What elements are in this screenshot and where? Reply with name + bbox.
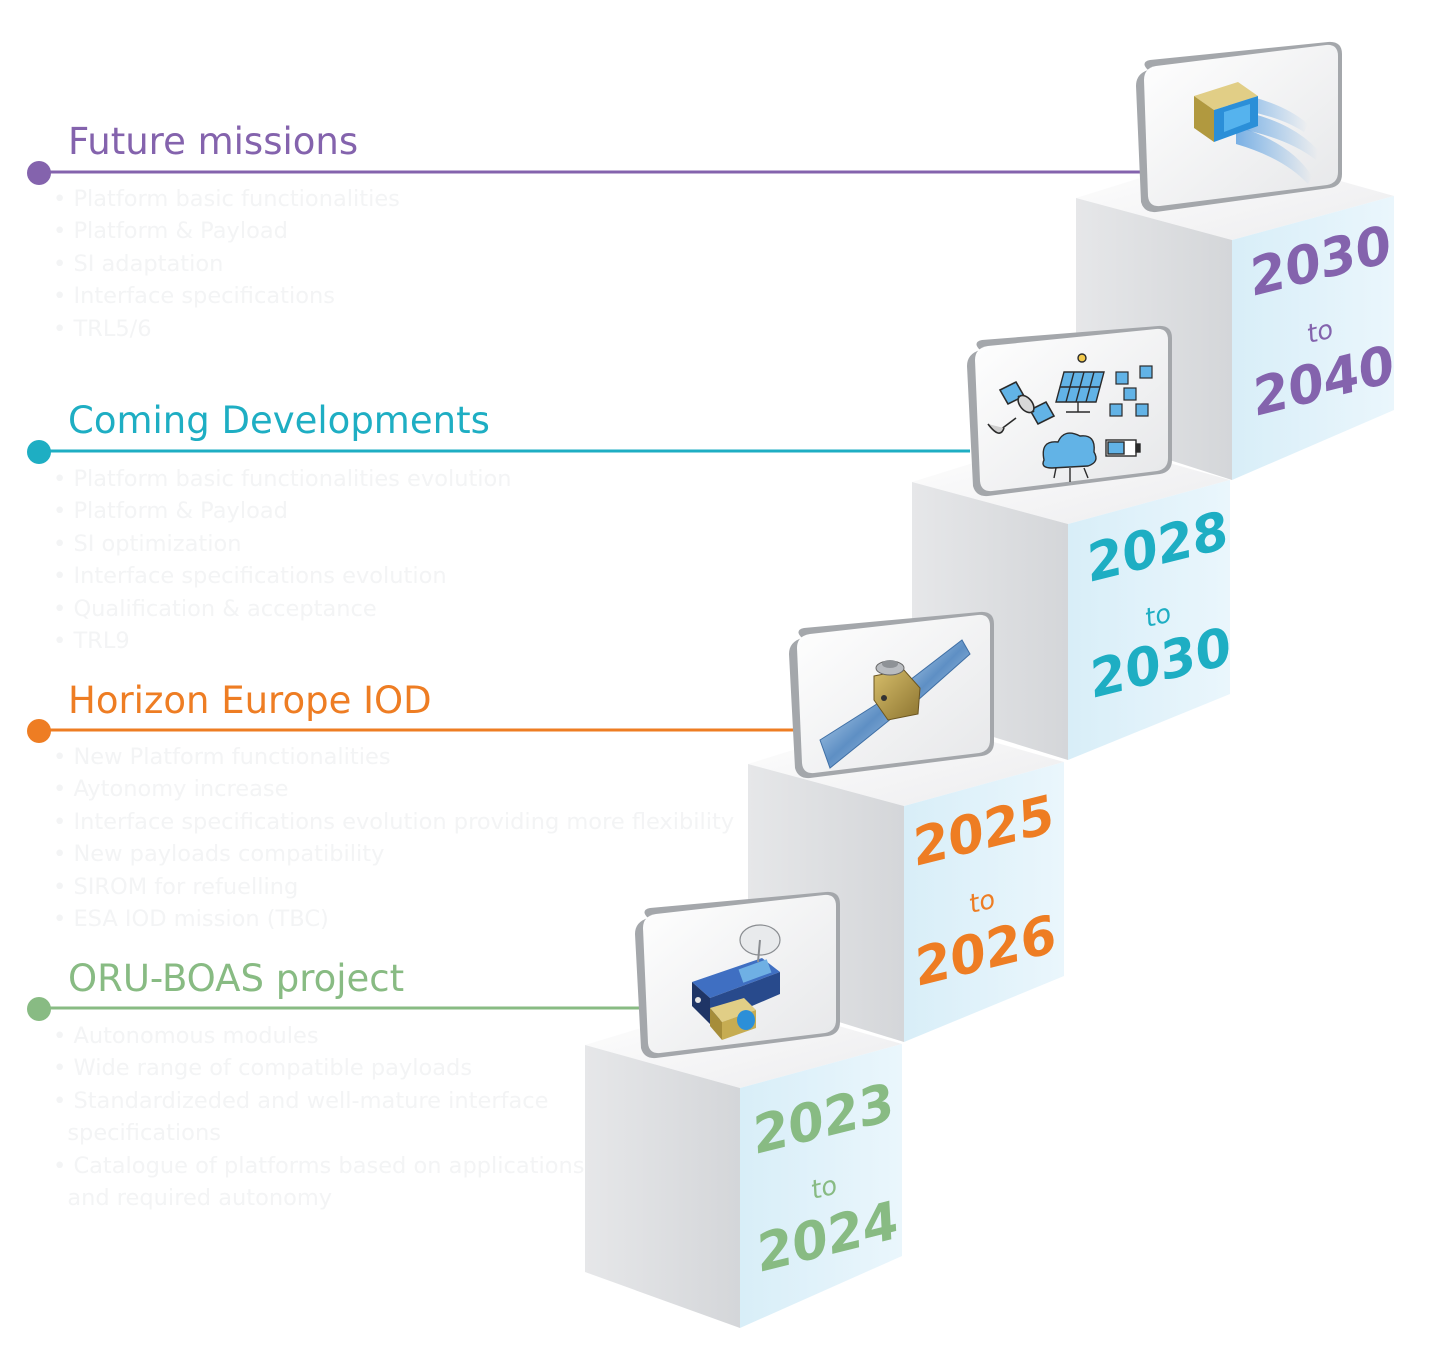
list-item: Qualification & acceptance	[53, 593, 512, 625]
list-item: Platform basic functionalities	[53, 183, 399, 215]
list-item: TRL5/6	[53, 313, 400, 345]
list-item: New payloads compatibility	[53, 838, 734, 870]
list-item: Wide range of compatible payloads	[53, 1052, 585, 1084]
milestone-items-horizon: New Platform functionalities Aytonomy in…	[53, 741, 734, 935]
timeline-dot-future	[27, 161, 51, 185]
list-item: ESA IOD mission (TBC)	[53, 903, 734, 935]
list-item: Interface specifications evolution provi…	[53, 806, 734, 838]
list-item: Aytonomy increase	[53, 773, 734, 805]
milestone-title-coming: Coming Developments	[68, 399, 490, 442]
milestone-title-future: Future missions	[68, 120, 359, 163]
timeline-dot-oru	[27, 997, 51, 1021]
cube-module-icon	[1194, 82, 1318, 184]
milestone-items-oru: Autonomous modules Wide range of compati…	[53, 1020, 585, 1214]
list-item: Standardizeded and well-mature interface	[53, 1085, 585, 1117]
list-item: Platform & Payload	[53, 215, 400, 247]
list-item: SI optimization	[53, 528, 512, 560]
timeline-dot-horizon	[27, 719, 51, 743]
list-item: TRL9	[53, 625, 512, 657]
list-item: Platform & Payload	[53, 495, 512, 527]
list-item: Catalogue of platforms based on applicat…	[53, 1150, 584, 1182]
technologies-icon	[987, 353, 1153, 482]
list-item: SIROM for refuelling	[53, 871, 734, 903]
list-item: Platform basic functionalities evolution	[53, 463, 511, 495]
milestone-items-coming: Platform basic functionalities evolution…	[53, 463, 512, 657]
satellite-icon	[819, 639, 971, 769]
step-box-2023	[585, 998, 902, 1328]
list-item: Autonomous modules	[53, 1020, 585, 1052]
list-item: New Platform functionalities	[53, 741, 734, 773]
list-item: specifications	[67, 1120, 221, 1147]
step-box-front-face	[740, 1044, 902, 1328]
satellite-sketch	[987, 380, 1056, 434]
modules-sketch	[1109, 365, 1153, 417]
solar-array-sketch	[1055, 353, 1105, 413]
cloud-sketch	[1042, 432, 1097, 482]
timeline-dot-coming	[27, 440, 51, 464]
step-box-left-face	[585, 1045, 740, 1328]
list-item: Interface specifications	[53, 280, 400, 312]
milestone-items-future: Platform basic functionalities Platform …	[53, 183, 400, 345]
step-box-front-face	[1068, 480, 1230, 760]
battery-sketch	[1105, 439, 1141, 457]
milestone-title-oru: ORU-BOAS project	[68, 957, 405, 1000]
list-item: SI adaptation	[53, 248, 400, 280]
modular-spacecraft-icon	[692, 924, 781, 1040]
list-item: Interface specifications evolution	[53, 560, 512, 592]
milestone-title-horizon: Horizon Europe IOD	[68, 679, 432, 722]
step-box-front-face	[904, 762, 1064, 1042]
step-box-front-face	[1232, 196, 1394, 480]
list-item: and required autonomy	[67, 1185, 333, 1212]
